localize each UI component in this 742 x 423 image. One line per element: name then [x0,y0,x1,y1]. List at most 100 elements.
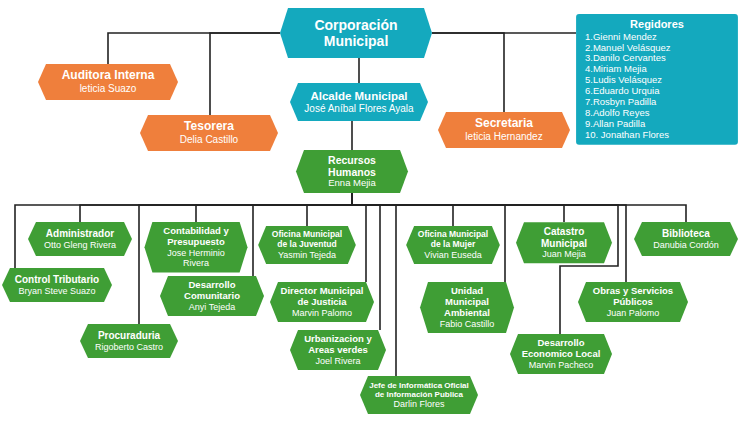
box-fill [634,222,738,256]
box-fill [360,376,478,414]
box-title: Regidores [585,18,729,31]
department-hexagon: Oficina Municipal de la MujerVivian Euse… [406,226,500,264]
connector-line [108,33,280,64]
box-text: 7.Rosbyn Padilla [585,97,729,108]
box-fill [258,226,356,264]
box-outline [290,83,428,121]
department-hexagon: Desarrollo ComunitarioAnyi Tejeda [160,276,264,316]
connector-line [352,193,686,222]
connector-line [352,193,626,282]
box-title: Alcalde Municipal [299,90,419,103]
box-title: Jefe de Informática Oficial de Informaci… [369,381,469,399]
department-hexagon: Contabilidad y PresupuestoJose Herminio … [144,222,248,273]
box-fill [290,330,386,370]
department-hexagon: Desarrollo Economico LocalMarvin Pacheco [510,334,612,374]
box-text: Delia Castillo [149,134,269,146]
box-text: 4.Miriam Mejia [585,64,729,75]
box-title: Tesorera [149,120,269,134]
box-fill [280,8,432,58]
connector-line [432,33,504,112]
department-hexagon: Jefe de Informática Oficial de Informaci… [360,376,478,414]
box-fill [140,115,278,151]
box-fill [28,222,132,256]
department-hexagon: AdministradorOtto Gleng Rivera [28,222,132,256]
connector-line [210,33,280,115]
connector-line [80,193,352,222]
department-hexagon: Obras y Servicios PúblicosJuan Palomo [578,282,688,322]
box-text: Enna Mejia [305,178,399,189]
connector-line [352,193,366,282]
box-text: 1.Gienni Mendez [585,32,729,43]
box-text: Marvin Palomo [279,308,365,318]
connector-line [196,193,352,222]
box-text: 2.Manuel Velásquez [585,43,729,54]
staff-hexagon: Auditora Internaleticia Suazo [38,64,178,100]
box-fill [576,14,738,145]
box-fill [270,282,374,322]
connector-line [307,193,352,226]
box-text: Otto Gleng Rivera [37,240,123,250]
department-hexagon: Director Municipal de JusticiaMarvin Pal… [270,282,374,322]
box-text: Marvin Pacheco [519,360,603,370]
department-hexagon: Catastro MunicipalJuan Mejia [516,222,612,263]
box-text: Juan Palomo [587,308,679,318]
box-fill [438,112,570,148]
box-title: Desarrollo Economico Local [519,338,603,360]
box-title: Contabilidad y Presupuesto [153,226,239,248]
box-text: Anyi Tejeda [169,302,255,312]
box-title: Procuraduria [89,330,169,342]
box-fill [406,226,500,264]
box-text: Fabio Castillo [429,319,505,329]
department-hexagon: Recursos HumanosEnna Mejia [296,150,408,193]
box-text: Yasmin Tejeda [267,250,347,260]
box-text: leticia Suazo [47,83,169,95]
box-title: Catastro Municipal [525,226,603,249]
box-fill [296,150,408,193]
box-text: 3.Danilo Cervantes [585,53,729,64]
box-text: 5.Ludis Velásquez [585,75,729,86]
box-fill [144,222,247,273]
box-title: Control Tributario [11,274,103,286]
box-text: Jose Herminio Rivera [153,248,239,269]
box-text: 10. Jonathan Flores [585,130,729,141]
department-hexagon: Unidad Municipal AmbientalFabio Castillo [420,282,514,333]
box-title: Oficina Municipal de la Juventud [267,230,347,250]
box-text: leticia Hernandez [447,131,561,143]
box-title: Unidad Municipal Ambiental [429,286,505,319]
box-title: Administrador [37,228,123,240]
box-fill [160,276,264,316]
box-text: Bryan Steve Suazo [11,286,103,296]
box-text: Darlin Flores [369,399,469,409]
box-text: 8.Adolfo Reyes [585,108,729,119]
box-text: 6.Eduardo Urquia [585,86,729,97]
box-title: Oficina Municipal de la Mujer [415,230,491,250]
box-title: Urbanizacion y Areas verdes [299,334,377,356]
staff-hexagon: Secretarialeticia Hernandez [438,112,570,148]
box-text: 9.Allan Padilla [585,119,729,130]
mayor-hexagon: Alcalde MunicipalJosé Aníbal Flores Ayal… [290,83,428,121]
box-fill [516,222,612,263]
connector-line [352,193,618,334]
box-text: Joel Rivera [299,356,377,366]
council-hexagon: Corporación Municipal [280,8,432,58]
box-title: Auditora Interna [47,69,169,83]
box-fill [290,83,428,121]
department-hexagon: Control TributarioBryan Steve Suazo [2,268,112,302]
box-fill [38,64,178,100]
connector-line [352,193,564,222]
box-title: Director Municipal de Justicia [279,286,365,308]
box-title: Biblioteca [643,228,729,240]
box-title: Corporación Municipal [289,17,423,49]
department-hexagon: Urbanizacion y Areas verdesJoel Rivera [290,330,386,370]
box-title: Recursos Humanos [305,154,399,178]
box-text: Rigoberto Castro [89,342,169,352]
connector-line [351,121,353,150]
box-title: Desarrollo Comunitario [169,280,255,302]
box-title: Secretaria [447,117,561,131]
council-members-box: Regidores1.Gienni Mendez2.Manuel Velásqu… [576,14,738,145]
box-fill [578,282,688,322]
box-text: Danubia Cordón [643,240,729,250]
box-fill [510,334,612,374]
